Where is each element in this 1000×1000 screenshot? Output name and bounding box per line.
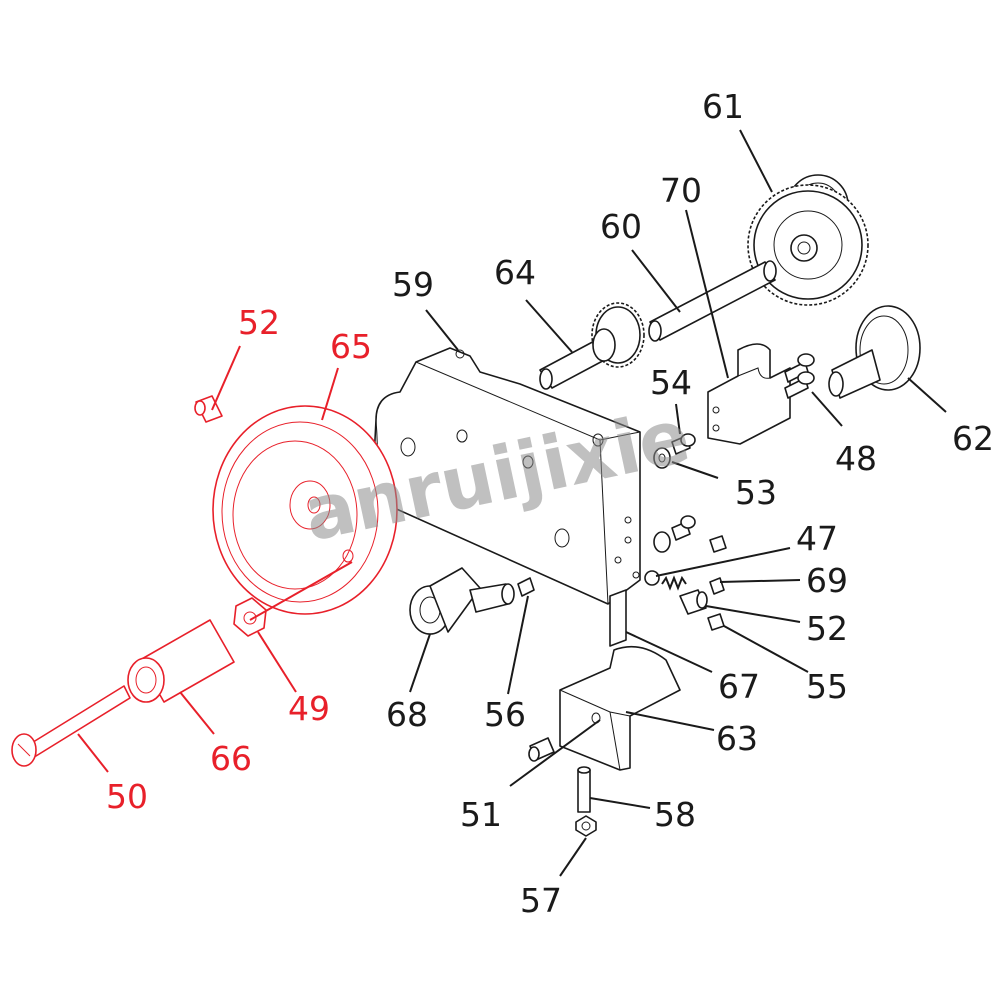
callout-67: 67 [718, 667, 760, 706]
part-51-pin [528, 737, 555, 762]
part-pin-small [709, 535, 727, 553]
part-pin-69-upper [709, 577, 725, 595]
callout-50: 50 [106, 777, 148, 816]
part-58-stud [577, 766, 591, 813]
callout-58: 58 [654, 795, 696, 834]
callout-66: 66 [210, 739, 252, 778]
part-54-screw [671, 433, 696, 455]
callout-48: 48 [835, 439, 877, 478]
callout-69: 69 [806, 561, 848, 600]
part-67-rail [609, 589, 627, 647]
part-61-gear [747, 174, 869, 306]
callout-60: 60 [600, 207, 642, 246]
callout-51: 51 [460, 795, 502, 834]
callout-52-right: 52 [806, 609, 848, 648]
part-55-setscrew [707, 613, 725, 631]
part-66-sleeve [127, 619, 235, 703]
part-62-knob [828, 305, 921, 399]
callout-65: 65 [330, 327, 372, 366]
callout-61: 61 [702, 87, 744, 126]
callout-49: 49 [288, 689, 330, 728]
part-48-screws [784, 353, 815, 399]
part-52-pin-left [194, 395, 223, 423]
part-64-gear-shaft [539, 302, 645, 390]
callout-70: 70 [660, 171, 702, 210]
callout-62: 62 [952, 419, 994, 458]
callout-59: 59 [392, 265, 434, 304]
part-59-housing [371, 347, 641, 605]
callout-47: 47 [796, 519, 838, 558]
part-68-lever [409, 567, 515, 635]
part-69-spring [661, 575, 687, 591]
callout-53: 53 [735, 473, 777, 512]
leader-lines [77, 129, 947, 877]
callout-labels: 61 70 60 64 59 52 65 54 48 62 53 47 69 5… [106, 87, 994, 920]
callout-52-red: 52 [238, 303, 280, 342]
part-60-shaft [648, 260, 777, 342]
callout-57: 57 [520, 881, 562, 920]
part-52-pin-right [679, 589, 708, 615]
part-47-ball [644, 570, 660, 586]
part-49-nut [233, 597, 267, 637]
part-53-washer [653, 447, 671, 469]
callout-64: 64 [494, 253, 536, 292]
part-50-bolt [11, 685, 131, 767]
part-screw-washer-lower [653, 515, 696, 553]
part-70-bracket [707, 343, 791, 445]
part-63-slide [559, 645, 681, 771]
callout-63: 63 [716, 719, 758, 758]
callout-55: 55 [806, 667, 848, 706]
part-56-setscrew [517, 577, 535, 597]
callout-56: 56 [484, 695, 526, 734]
callout-68: 68 [386, 695, 428, 734]
part-57-nut [575, 815, 597, 837]
callout-54: 54 [650, 363, 692, 402]
